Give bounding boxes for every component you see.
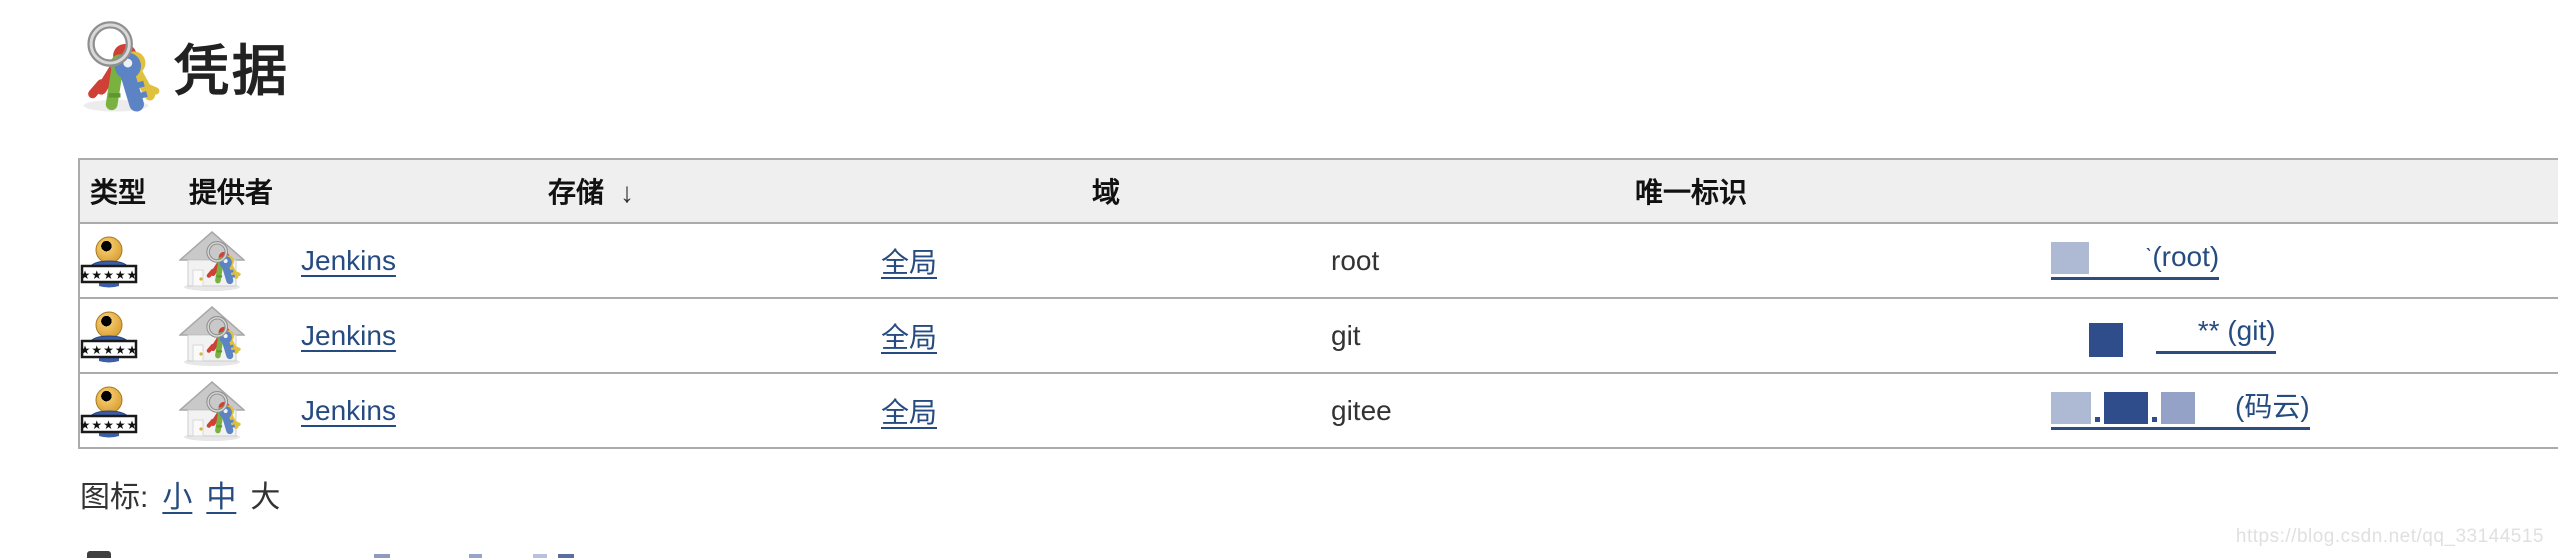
credentials-table: 类型 提供者 存储↓ 域 唯一标识 Jenkins 全局 root — [78, 158, 2558, 449]
icon-size-selector: 图标: 小中大 — [80, 472, 280, 516]
redaction-box — [2051, 392, 2091, 424]
credential-name-link[interactable]: (码云) — [2051, 390, 2310, 430]
credential-row: Jenkins 全局 gitee (码云) — [79, 373, 2558, 449]
credential-row: Jenkins 全局 root ˋ (root) — [79, 223, 2558, 299]
credential-name-suffix: (码云) — [2235, 391, 2310, 422]
credentials-keys-icon — [83, 18, 166, 112]
credential-row: Jenkins 全局 git ** (git) — [79, 298, 2558, 374]
jenkins-credentials-store-icon — [179, 231, 245, 291]
page-header: 凭据 — [72, 18, 290, 114]
domain-link[interactable]: 全局 — [881, 321, 938, 353]
redaction-box — [2104, 392, 2148, 424]
redaction-box — [2051, 242, 2089, 274]
redaction-box — [2161, 392, 2195, 424]
store-link[interactable]: Jenkins — [301, 319, 396, 351]
unique-id-text: git — [1331, 319, 1361, 351]
icon-size-large-current: 大 — [250, 481, 281, 514]
csdn-watermark: https://blog.csdn.net/qq_33144515 — [2235, 526, 2544, 547]
username-password-credential-icon — [80, 235, 138, 288]
cropped-next-section-fragment — [533, 554, 547, 558]
domain-link[interactable]: 全局 — [881, 396, 938, 428]
table-header-row: 类型 提供者 存储↓ 域 唯一标识 — [79, 159, 2558, 224]
unique-id-text: gitee — [1331, 394, 1392, 426]
domain-link[interactable]: 全局 — [881, 246, 938, 278]
column-header-name-empty — [2051, 159, 2558, 224]
redacted-text-fragment: ˋ — [2145, 244, 2153, 269]
icon-size-small-link[interactable]: 小 — [162, 481, 193, 514]
username-password-credential-icon — [80, 385, 138, 438]
column-header-store[interactable]: 存储↓ — [301, 159, 881, 224]
sort-descending-icon: ↓ — [620, 177, 634, 208]
jenkins-credentials-store-icon — [179, 381, 245, 441]
column-header-unique-id: 唯一标识 — [1331, 159, 2051, 224]
cropped-next-section-fragment — [374, 554, 390, 558]
credential-name-link[interactable]: ** (git) — [2155, 314, 2276, 354]
credential-name-suffix: (root) — [2152, 241, 2220, 272]
icon-size-medium-link[interactable]: 中 — [206, 481, 237, 514]
icon-size-label: 图标: — [80, 481, 149, 514]
cropped-next-section-fragment — [558, 554, 574, 558]
column-header-domain: 域 — [881, 159, 1331, 224]
column-header-type: 类型 — [79, 159, 179, 224]
unique-id-text: root — [1331, 244, 1380, 276]
redaction-box — [2089, 323, 2123, 358]
jenkins-credentials-store-icon — [179, 306, 245, 366]
credential-name-link[interactable]: ˋ (root) — [2051, 240, 2220, 280]
cropped-next-section-fragment — [87, 551, 111, 558]
page-title: 凭据 — [174, 40, 291, 102]
store-link[interactable]: Jenkins — [301, 244, 396, 276]
store-link[interactable]: Jenkins — [301, 394, 396, 426]
cropped-next-section-fragment — [469, 554, 482, 558]
column-header-provider: 提供者 — [179, 159, 301, 224]
username-password-credential-icon — [80, 310, 138, 363]
credential-name-suffix: ** (git) — [2197, 314, 2276, 346]
